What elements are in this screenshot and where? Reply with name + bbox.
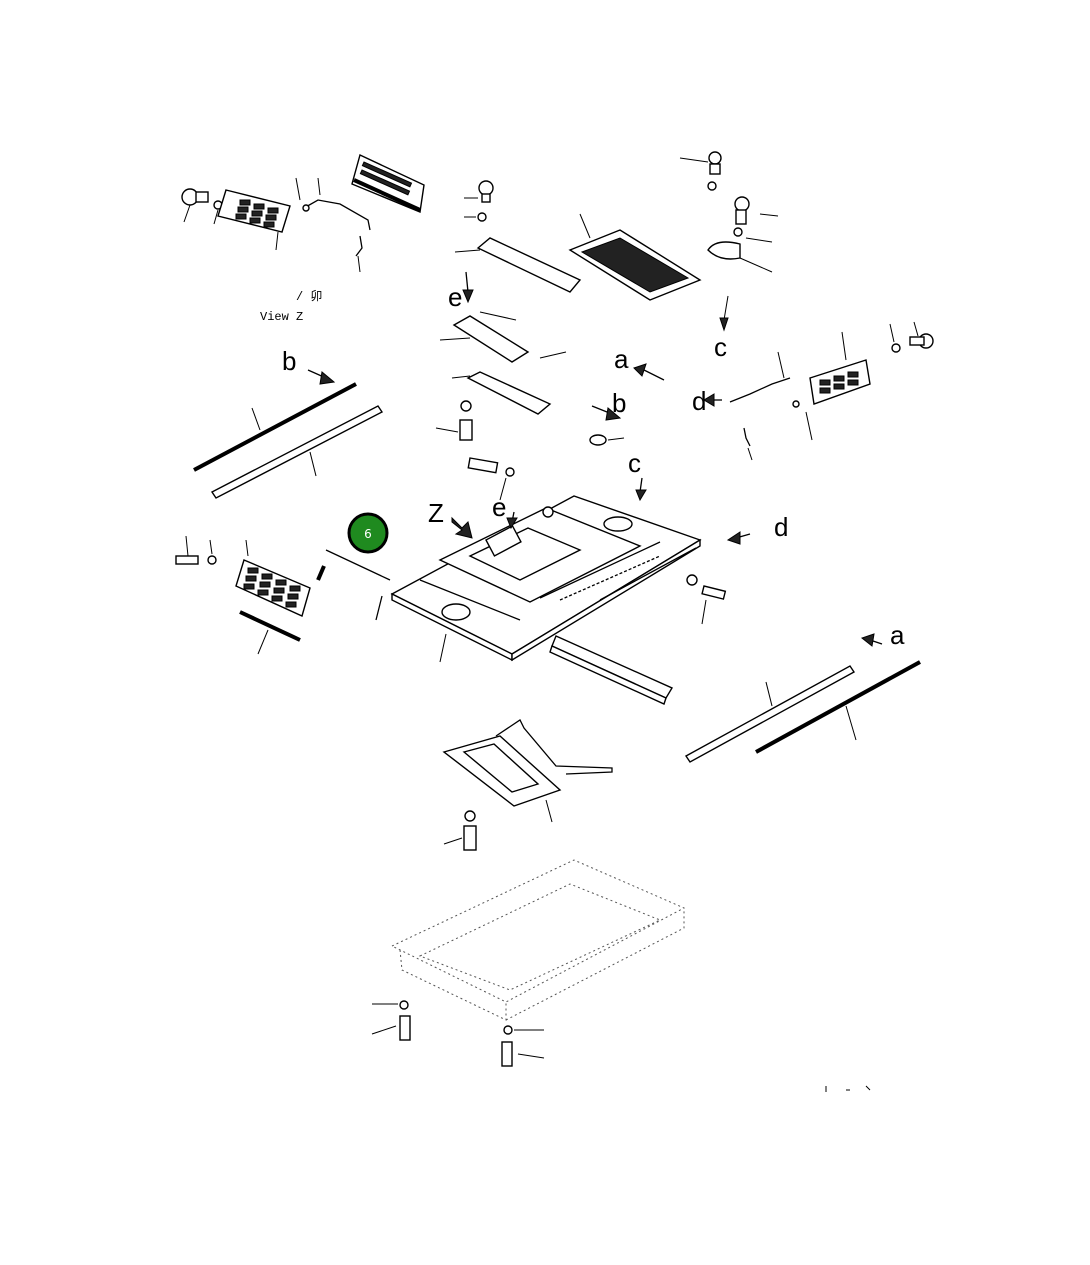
strip-part [316, 565, 326, 581]
label-e-center: e [492, 492, 506, 522]
strip-part [239, 610, 301, 642]
cap-part [589, 434, 625, 446]
label-c-top: c [714, 332, 727, 362]
view-z-inset: / 卯 View Z [181, 154, 425, 324]
left-lower-parts [175, 535, 391, 655]
bolt-part [371, 1000, 411, 1041]
label-b-left: b [282, 346, 296, 376]
rail-part [210, 405, 384, 499]
callout-number[interactable]: 6 [364, 527, 372, 541]
ghost-base-frame [390, 859, 686, 1021]
bolt-part [889, 321, 934, 353]
grille-cover-part [235, 539, 311, 617]
label-a-top: a [614, 344, 629, 374]
bolt-part [435, 400, 473, 441]
plate-part [707, 241, 773, 273]
radiator-grille-part [568, 213, 702, 301]
bolt-part [181, 188, 209, 223]
label-d-center: d [692, 386, 706, 416]
rubber-strip-part [755, 660, 921, 754]
sheet-part [439, 311, 567, 363]
beam-part [549, 635, 674, 705]
bolt-part [467, 457, 515, 501]
top-center-parts [435, 180, 702, 501]
view-z-symbol: / 卯 [296, 289, 322, 304]
upper-plate-part [351, 154, 425, 213]
view-z-label: View Z [260, 310, 303, 324]
bottom-plate-part [442, 719, 613, 823]
top-right-parts [679, 151, 779, 332]
right-grille-assembly [729, 321, 934, 461]
seal-part [325, 549, 391, 581]
scan-mark [825, 1085, 871, 1092]
part-callout-6[interactable]: 6 [347, 512, 389, 554]
bolt-part [464, 180, 494, 222]
main-floor-frame [390, 495, 702, 663]
cover-plate-part [454, 237, 582, 293]
left-bar-parts [193, 382, 384, 499]
label-d-right: d [774, 512, 788, 542]
reference-arrows [307, 271, 883, 647]
grille-cover-part [809, 331, 871, 405]
rubber-strip-part [193, 382, 357, 472]
label-b-center: b [612, 388, 626, 418]
bolt-part [679, 151, 722, 191]
bolt-part [733, 196, 779, 243]
bracket-wire-part [295, 177, 371, 273]
label-a-right: a [890, 620, 905, 650]
bracket-wire-part [729, 351, 813, 461]
label-c-center: c [628, 448, 641, 478]
callout-circle[interactable] [347, 512, 389, 554]
bolt-part [443, 810, 477, 851]
bolt-part [501, 1025, 545, 1067]
label-z: Z [428, 498, 444, 528]
reference-labels: b e c a b d c e Z d a [282, 282, 905, 650]
bolt-part [175, 535, 217, 565]
rail-part [684, 665, 856, 763]
view-z-arrow-icon [451, 516, 473, 539]
right-bar-parts [684, 660, 921, 763]
label-e-top: e [448, 282, 462, 312]
mat-part [451, 371, 552, 415]
bolt-part [686, 574, 727, 625]
grille-cover-part [217, 189, 291, 251]
